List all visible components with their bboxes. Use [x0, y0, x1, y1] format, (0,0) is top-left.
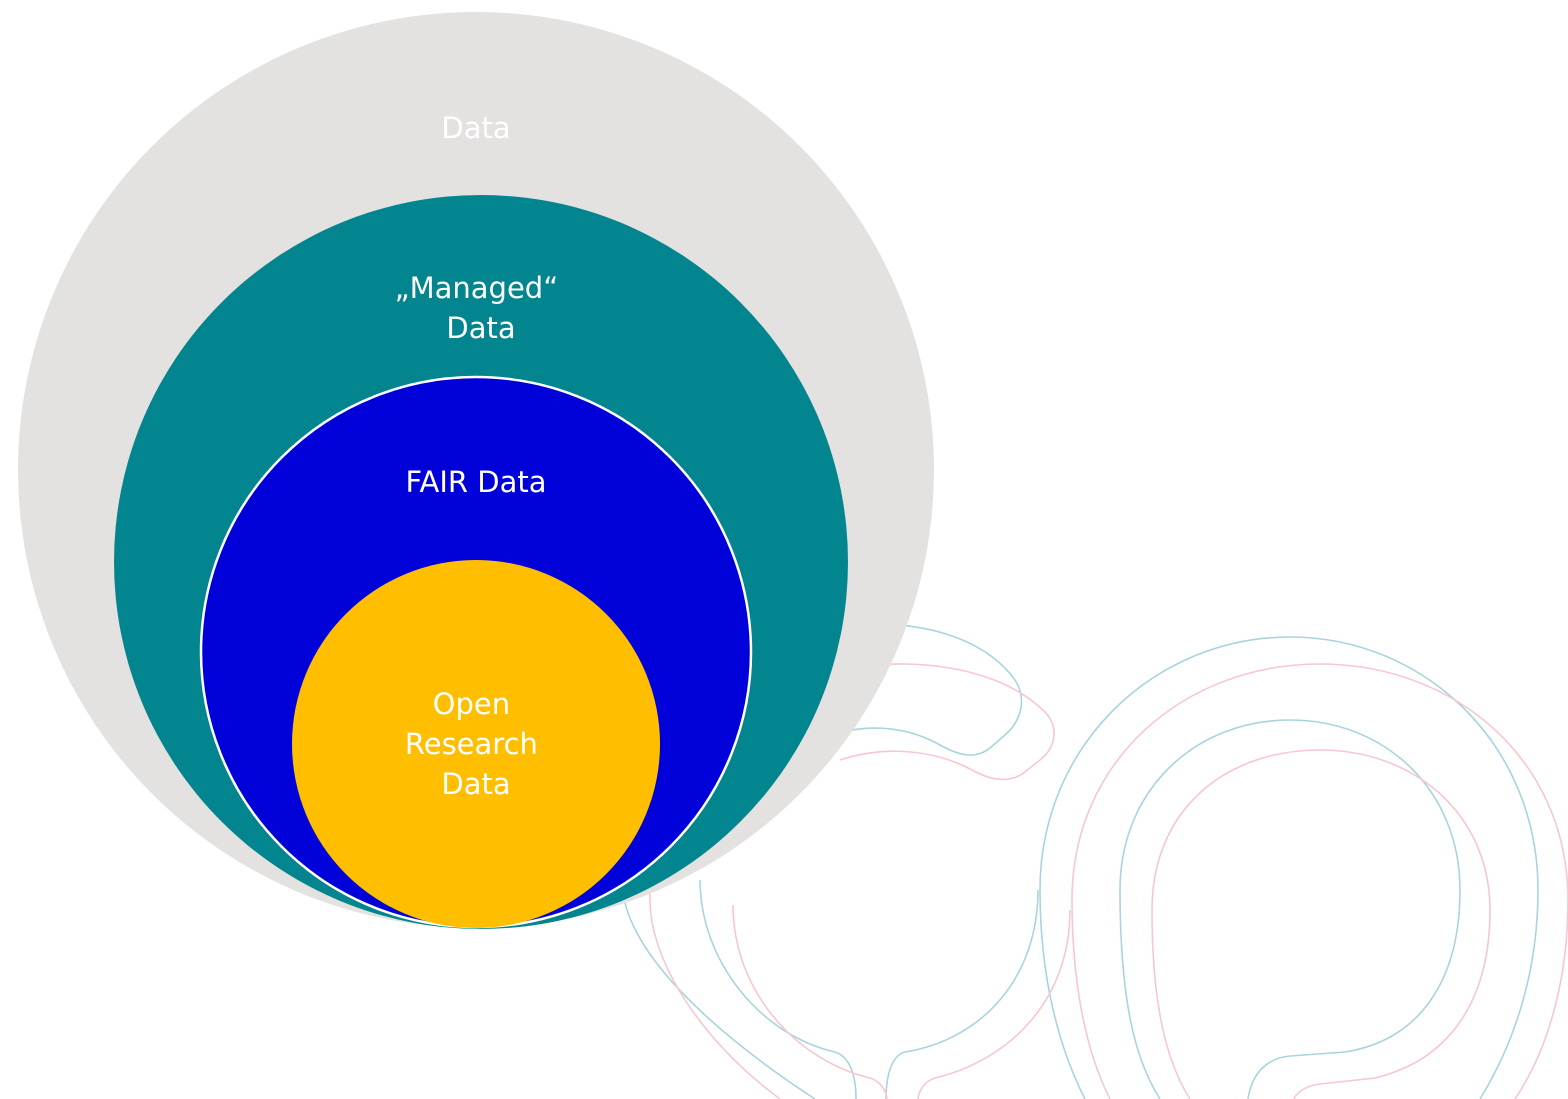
- label-managed-data: „Managed“ Data: [395, 271, 568, 345]
- label-open-research-data: Open Research Data: [405, 687, 547, 801]
- pattern-arc-small-outer: [621, 623, 1023, 1099]
- label-open-line-1: Open: [433, 687, 510, 721]
- pattern-pink-arc-small-outer: [649, 663, 1055, 1099]
- label-open-line-3: Data: [441, 767, 510, 801]
- label-open-line-2: Research: [405, 727, 538, 761]
- label-data-line: Data: [441, 111, 510, 145]
- pattern-arc-large-inner: [1119, 719, 1461, 1099]
- pattern-arc-large-outer: [1039, 636, 1539, 1099]
- pattern-connector: [885, 889, 1039, 1099]
- label-fair-line: FAIR Data: [405, 465, 546, 499]
- pattern-pink-connector: [917, 909, 1071, 1099]
- circle-open-research-data: [292, 560, 660, 928]
- label-data: Data: [441, 111, 510, 145]
- pattern-pink-arc-large-inner: [1151, 749, 1491, 1099]
- background-line-pattern: [621, 623, 1568, 1099]
- pattern-pink-arc-small-inner: [732, 904, 888, 1099]
- label-fair-data: FAIR Data: [405, 465, 546, 499]
- label-managed-line-1: „Managed“: [395, 271, 559, 305]
- pattern-lines-primary: [621, 623, 1539, 1099]
- circle-labels: Data „Managed“ Data FAIR Data Open Resea…: [395, 111, 568, 801]
- label-managed-line-2: Data: [446, 311, 515, 345]
- pattern-pink-arc-large-outer: [1071, 663, 1568, 1099]
- pattern-lines-secondary: [649, 663, 1568, 1099]
- nested-circles: [18, 12, 934, 929]
- pattern-arc-small-inner: [699, 879, 857, 1099]
